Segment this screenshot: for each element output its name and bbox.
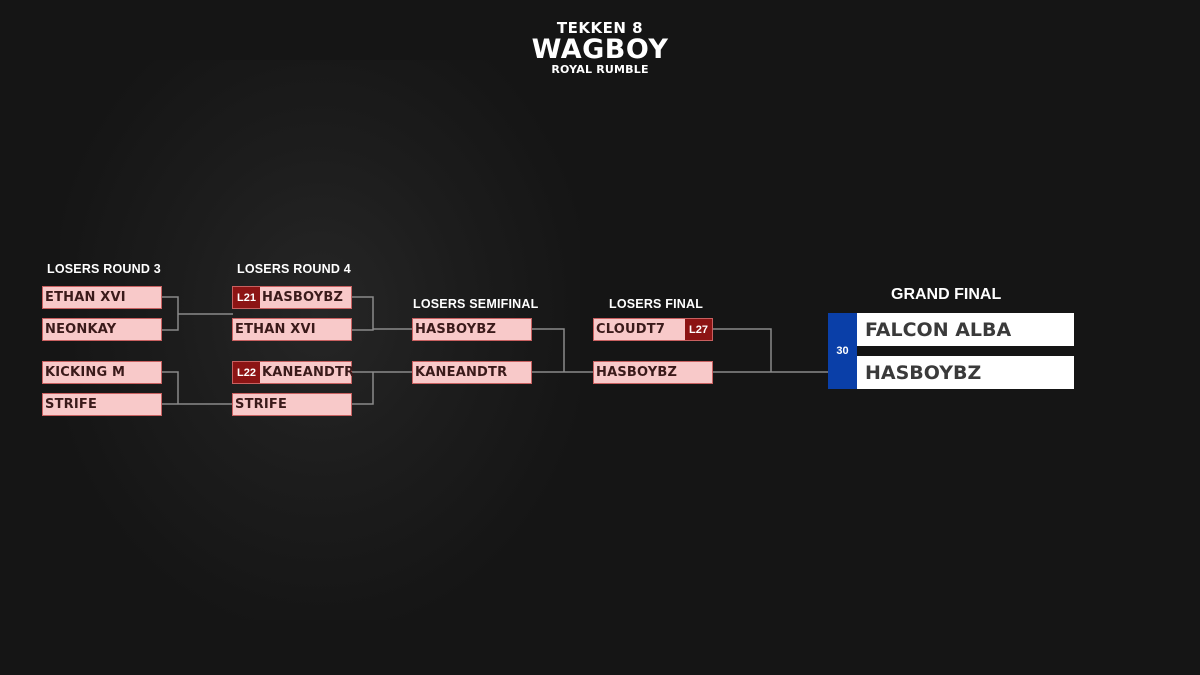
player-name: KICKING M (45, 365, 126, 380)
title-losers-round-3: LOSERS ROUND 3 (47, 262, 161, 276)
player-name: ETHAN XVI (45, 290, 126, 305)
connector-r4-m2 (352, 371, 413, 405)
connector-final (713, 328, 828, 373)
connector-semi (532, 328, 594, 373)
player-name: HASBOYBZ (865, 361, 982, 384)
slot-r4-m1-p2[interactable]: ETHAN XVI (232, 318, 352, 341)
title-losers-semifinal: LOSERS SEMIFINAL (413, 297, 539, 311)
slot-r4-m2-p1[interactable]: L22 KANEANDTR (232, 361, 355, 384)
title-losers-final: LOSERS FINAL (609, 297, 704, 311)
grand-final-seed-badge: 30 (828, 313, 857, 389)
player-name: NEONKAY (45, 322, 117, 337)
slot-r3-m1-p2[interactable]: NEONKAY (42, 318, 162, 341)
player-name: STRIFE (235, 397, 288, 412)
connector-r3-m1 (162, 296, 233, 331)
slot-r4-m1-p1[interactable]: L21 HASBOYBZ (232, 286, 352, 309)
slot-grand-p2[interactable]: HASBOYBZ (857, 356, 1074, 389)
slot-final-p1[interactable]: CLOUDT7 L27 (593, 318, 713, 341)
slot-r4-m2-p2[interactable]: STRIFE (232, 393, 352, 416)
title-grand-final: GRAND FINAL (891, 286, 1002, 303)
logo-event-subtitle: ROYAL RUMBLE (551, 63, 649, 76)
slot-final-p2[interactable]: HASBOYBZ (593, 361, 713, 384)
player-name: HASBOYBZ (262, 290, 344, 305)
slot-grand-p1[interactable]: FALCON ALBA (857, 313, 1074, 346)
player-name: STRIFE (45, 397, 98, 412)
slot-r3-m2-p1[interactable]: KICKING M (42, 361, 162, 384)
slot-r3-m1-p1[interactable]: ETHAN XVI (42, 286, 162, 309)
title-losers-round-4: LOSERS ROUND 4 (237, 262, 351, 276)
player-name: KANEANDTR (415, 365, 508, 380)
player-name: FALCON ALBA (865, 318, 1012, 341)
logo-game-title: TEKKEN 8 (556, 19, 644, 37)
player-name: CLOUDT7 (596, 322, 666, 337)
player-name: HASBOYBZ (596, 365, 678, 380)
event-logo: TEKKEN 8 WAGBOY ROYAL RUMBLE (500, 20, 700, 76)
slot-semi-p1[interactable]: HASBOYBZ (412, 318, 532, 341)
seed-badge: L22 (233, 362, 260, 383)
seed-badge: L27 (685, 319, 712, 340)
logo-event-name: WAGBOY (531, 34, 669, 65)
player-name: ETHAN XVI (235, 322, 316, 337)
player-name: HASBOYBZ (415, 322, 497, 337)
seed-badge: L21 (233, 287, 260, 308)
slot-r3-m2-p2[interactable]: STRIFE (42, 393, 162, 416)
slot-semi-p2[interactable]: KANEANDTR (412, 361, 532, 384)
connector-r4-m1 (352, 296, 413, 331)
connector-r3-m2 (162, 371, 233, 405)
player-name: KANEANDTR (262, 365, 355, 380)
